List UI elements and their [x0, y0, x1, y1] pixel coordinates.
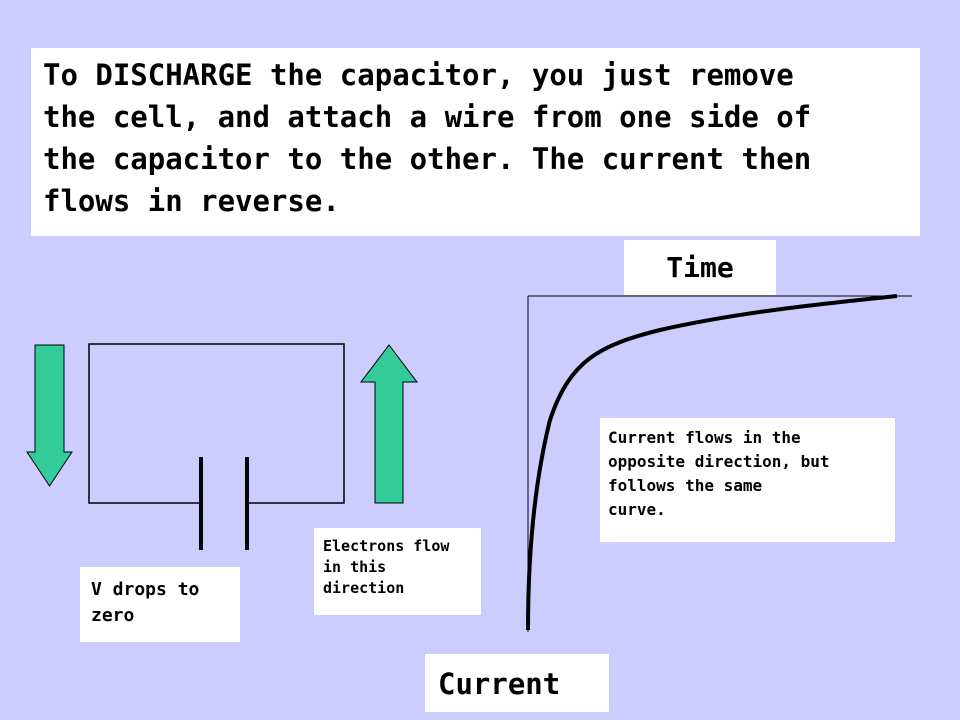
discharge-curve	[526, 294, 898, 631]
curve-note: Current flows in the opposite direction,…	[600, 418, 895, 542]
electron-flow-note: Electrons flow in this direction	[314, 528, 481, 615]
up-arrow-icon	[359, 344, 419, 504]
down-arrow-icon	[26, 344, 73, 487]
capacitor-symbol	[199, 457, 249, 550]
x-axis-label: Time	[624, 240, 776, 295]
title-text: To DISCHARGE the capacitor, you just rem…	[31, 48, 920, 236]
circuit	[88, 343, 345, 504]
voltage-note: V drops to zero	[80, 567, 240, 642]
y-axis-label: Current	[425, 654, 609, 712]
circuit-wire	[88, 343, 345, 504]
